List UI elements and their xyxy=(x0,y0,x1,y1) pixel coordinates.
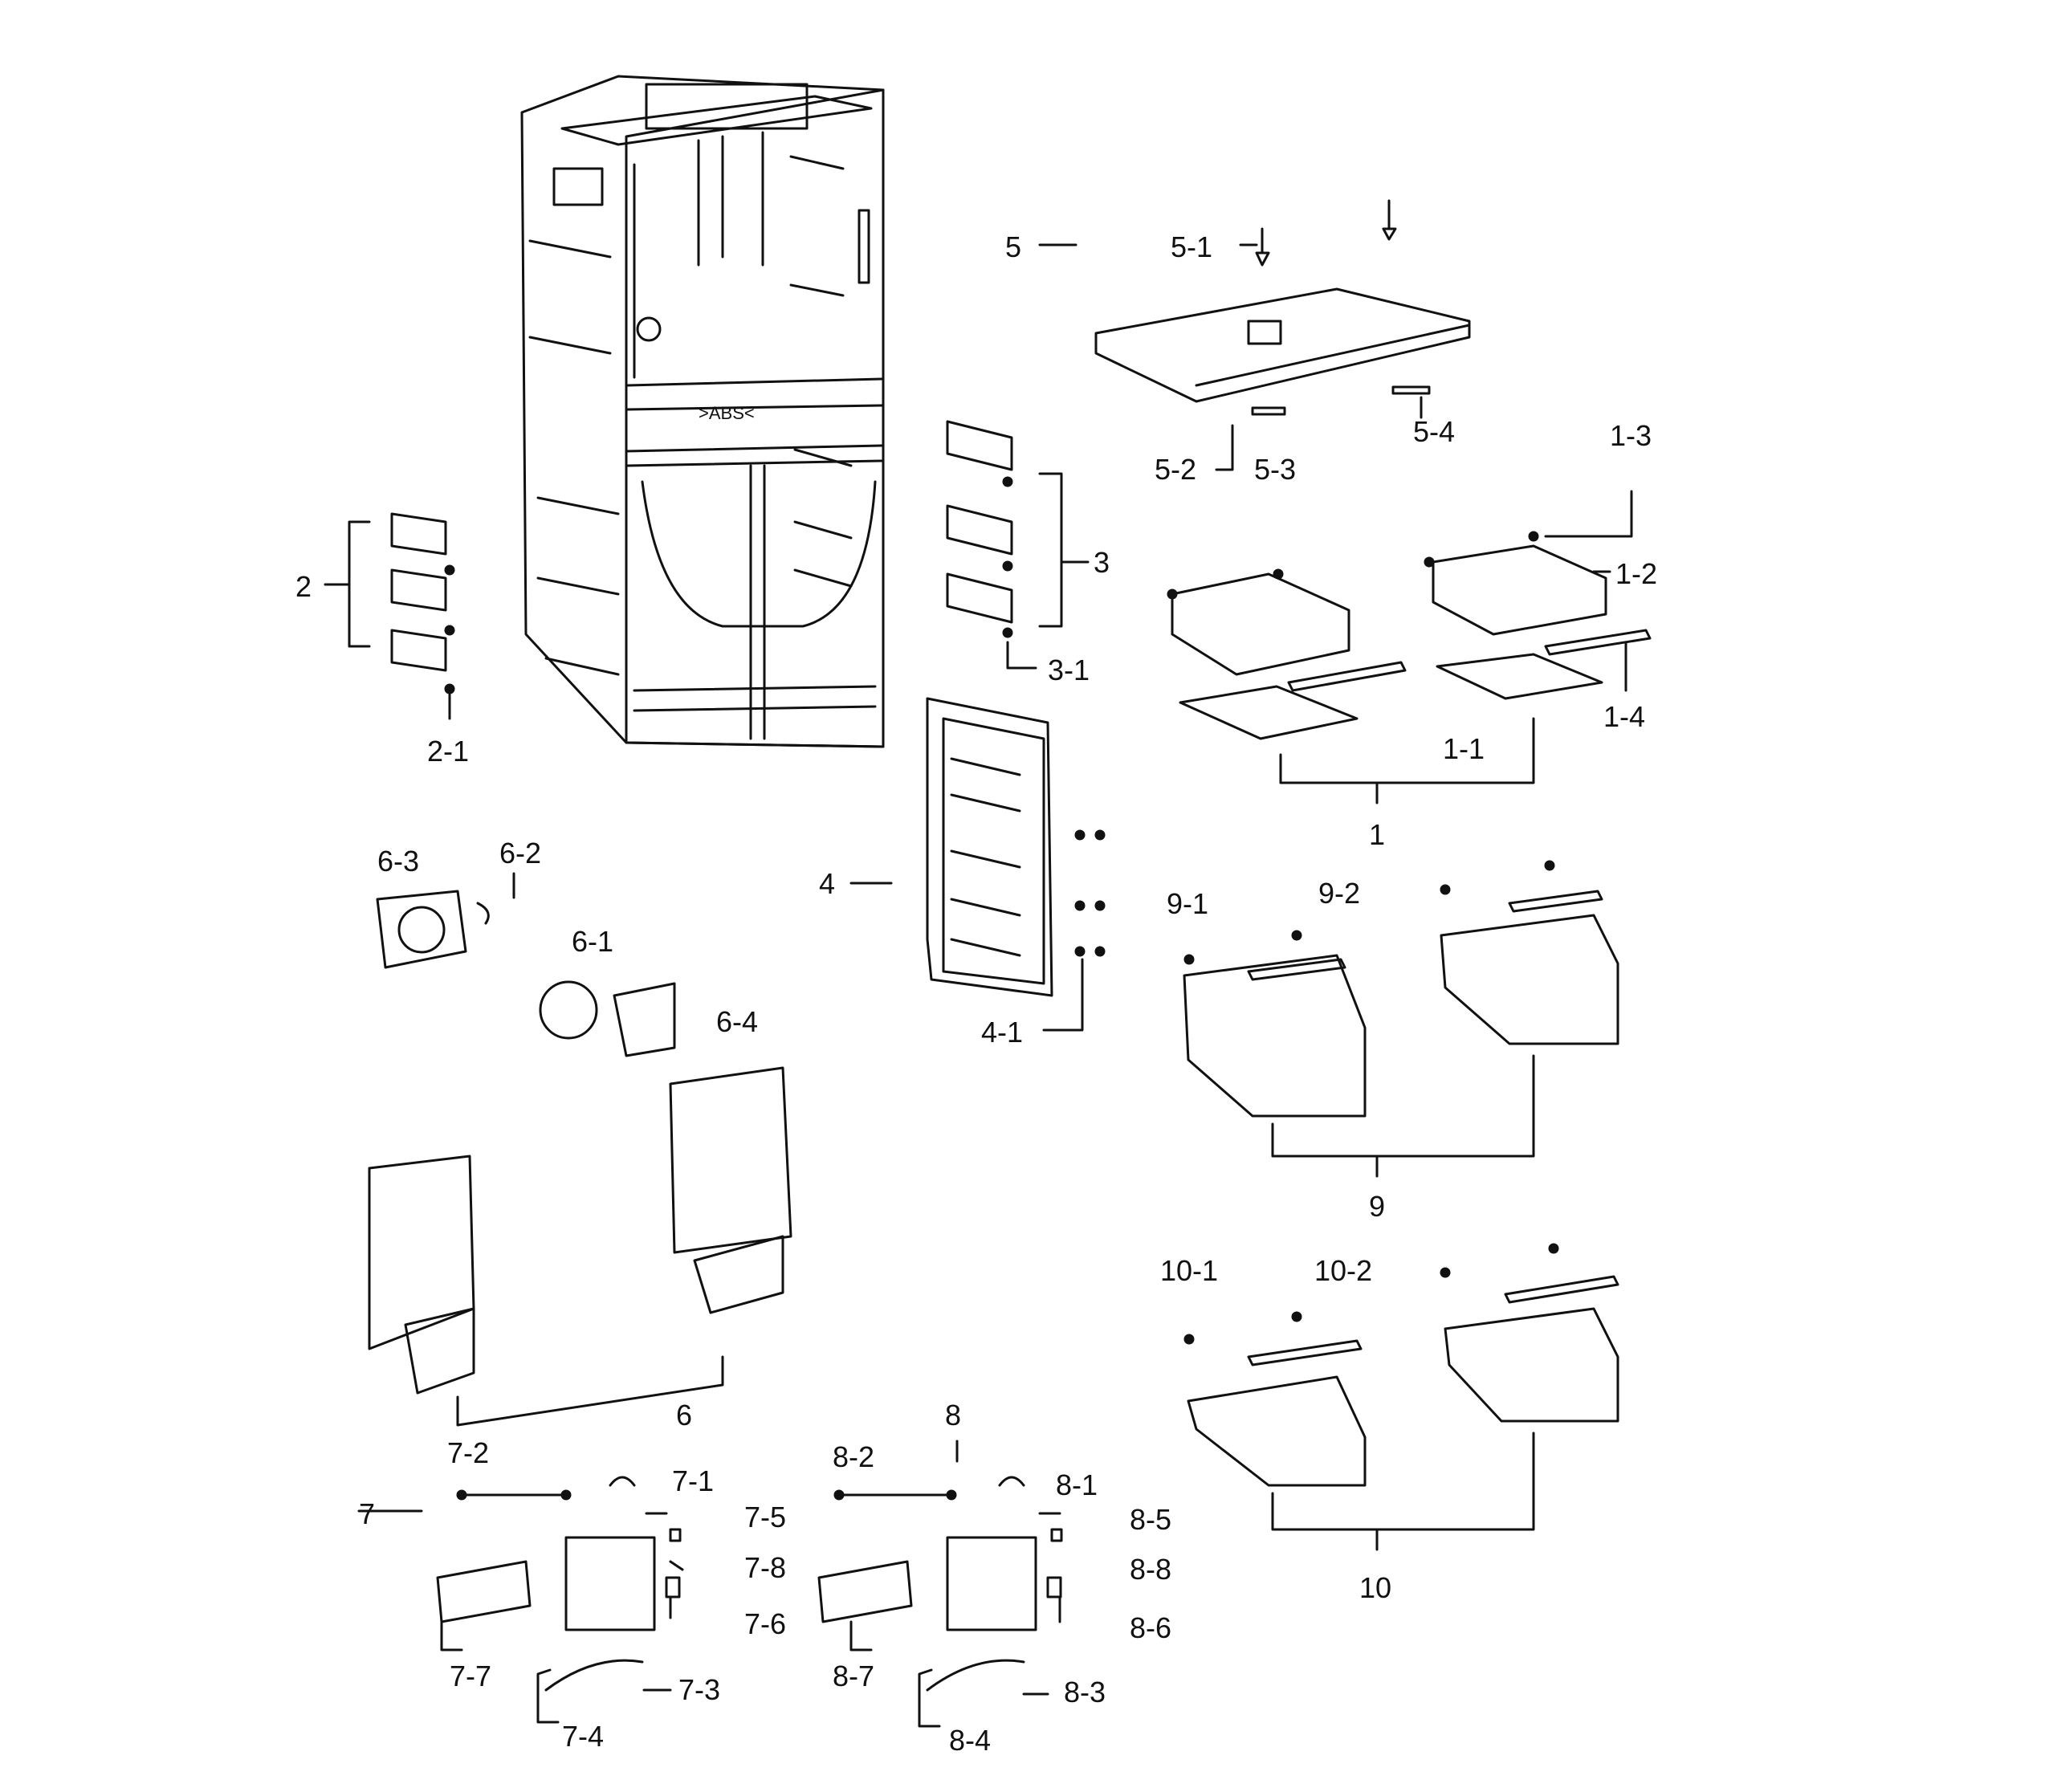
callout-5-2: 5-2 xyxy=(1155,453,1197,486)
callout-7-8: 7-8 xyxy=(744,1551,787,1584)
drawers-lower xyxy=(1183,1243,1619,1551)
callout-2-1: 2-1 xyxy=(427,735,470,768)
shelves xyxy=(1167,490,1652,804)
callout-7-5: 7-5 xyxy=(744,1501,787,1533)
callout-9-2: 9-2 xyxy=(1318,877,1361,910)
callout-1-1: 1-1 xyxy=(1443,732,1485,765)
callout-8-3: 8-3 xyxy=(1064,1676,1106,1709)
callout-7-7: 7-7 xyxy=(450,1660,492,1692)
callout-9: 9 xyxy=(1369,1190,1386,1223)
drawers-upper xyxy=(1183,860,1619,1178)
callout-8-6: 8-6 xyxy=(1130,1611,1172,1644)
callout-4-1: 4-1 xyxy=(981,1016,1024,1049)
callout-6: 6 xyxy=(676,1399,693,1432)
callout-6-2: 6-2 xyxy=(499,837,542,870)
top-cover-panel xyxy=(1038,199,1471,471)
callout-8-8: 8-8 xyxy=(1130,1553,1172,1586)
callout-1-2: 1-2 xyxy=(1615,557,1658,590)
door-bins-right xyxy=(946,420,1090,670)
callout-9-1: 9-1 xyxy=(1167,887,1209,920)
callout-1-3: 1-3 xyxy=(1610,419,1652,452)
callout-7-1: 7-1 xyxy=(672,1464,715,1497)
callout-7-2: 7-2 xyxy=(447,1436,490,1469)
callout-5: 5 xyxy=(1005,230,1022,263)
evaporator-assembly-right xyxy=(817,1440,1063,1728)
callout-3-1: 3-1 xyxy=(1048,654,1090,686)
fan-and-covers xyxy=(368,872,792,1427)
cabinet-mark: >ABS< xyxy=(699,403,755,423)
callout-7-3: 7-3 xyxy=(678,1673,721,1706)
callout-8-1: 8-1 xyxy=(1056,1468,1098,1501)
callout-1-4: 1-4 xyxy=(1603,700,1646,733)
callout-10-1: 10-1 xyxy=(1160,1254,1219,1287)
callout-5-4: 5-4 xyxy=(1413,415,1456,448)
callout-7-4: 7-4 xyxy=(562,1720,605,1753)
callout-4: 4 xyxy=(819,867,836,900)
callout-6-1: 6-1 xyxy=(572,925,614,958)
callout-6-4: 6-4 xyxy=(716,1005,759,1038)
cabinet-body xyxy=(520,75,885,748)
callout-8: 8 xyxy=(945,1399,962,1432)
door-panel xyxy=(849,697,1106,1032)
callout-3: 3 xyxy=(1094,546,1110,579)
callout-5-3: 5-3 xyxy=(1254,453,1297,486)
callout-7-6: 7-6 xyxy=(744,1607,787,1640)
callout-8-5: 8-5 xyxy=(1130,1503,1172,1536)
callout-1: 1 xyxy=(1369,818,1386,851)
callout-10-2: 10-2 xyxy=(1314,1254,1373,1287)
callout-8-2: 8-2 xyxy=(833,1440,875,1473)
callout-7: 7 xyxy=(359,1497,376,1530)
door-bins-left xyxy=(324,512,455,720)
callout-8-7: 8-7 xyxy=(833,1660,875,1692)
callout-5-1: 5-1 xyxy=(1171,230,1213,263)
callout-8-4: 8-4 xyxy=(949,1724,992,1757)
callout-10: 10 xyxy=(1359,1571,1392,1604)
callout-6-3: 6-3 xyxy=(377,845,420,878)
callout-2: 2 xyxy=(295,570,312,603)
evaporator-assembly-left xyxy=(357,1476,684,1724)
